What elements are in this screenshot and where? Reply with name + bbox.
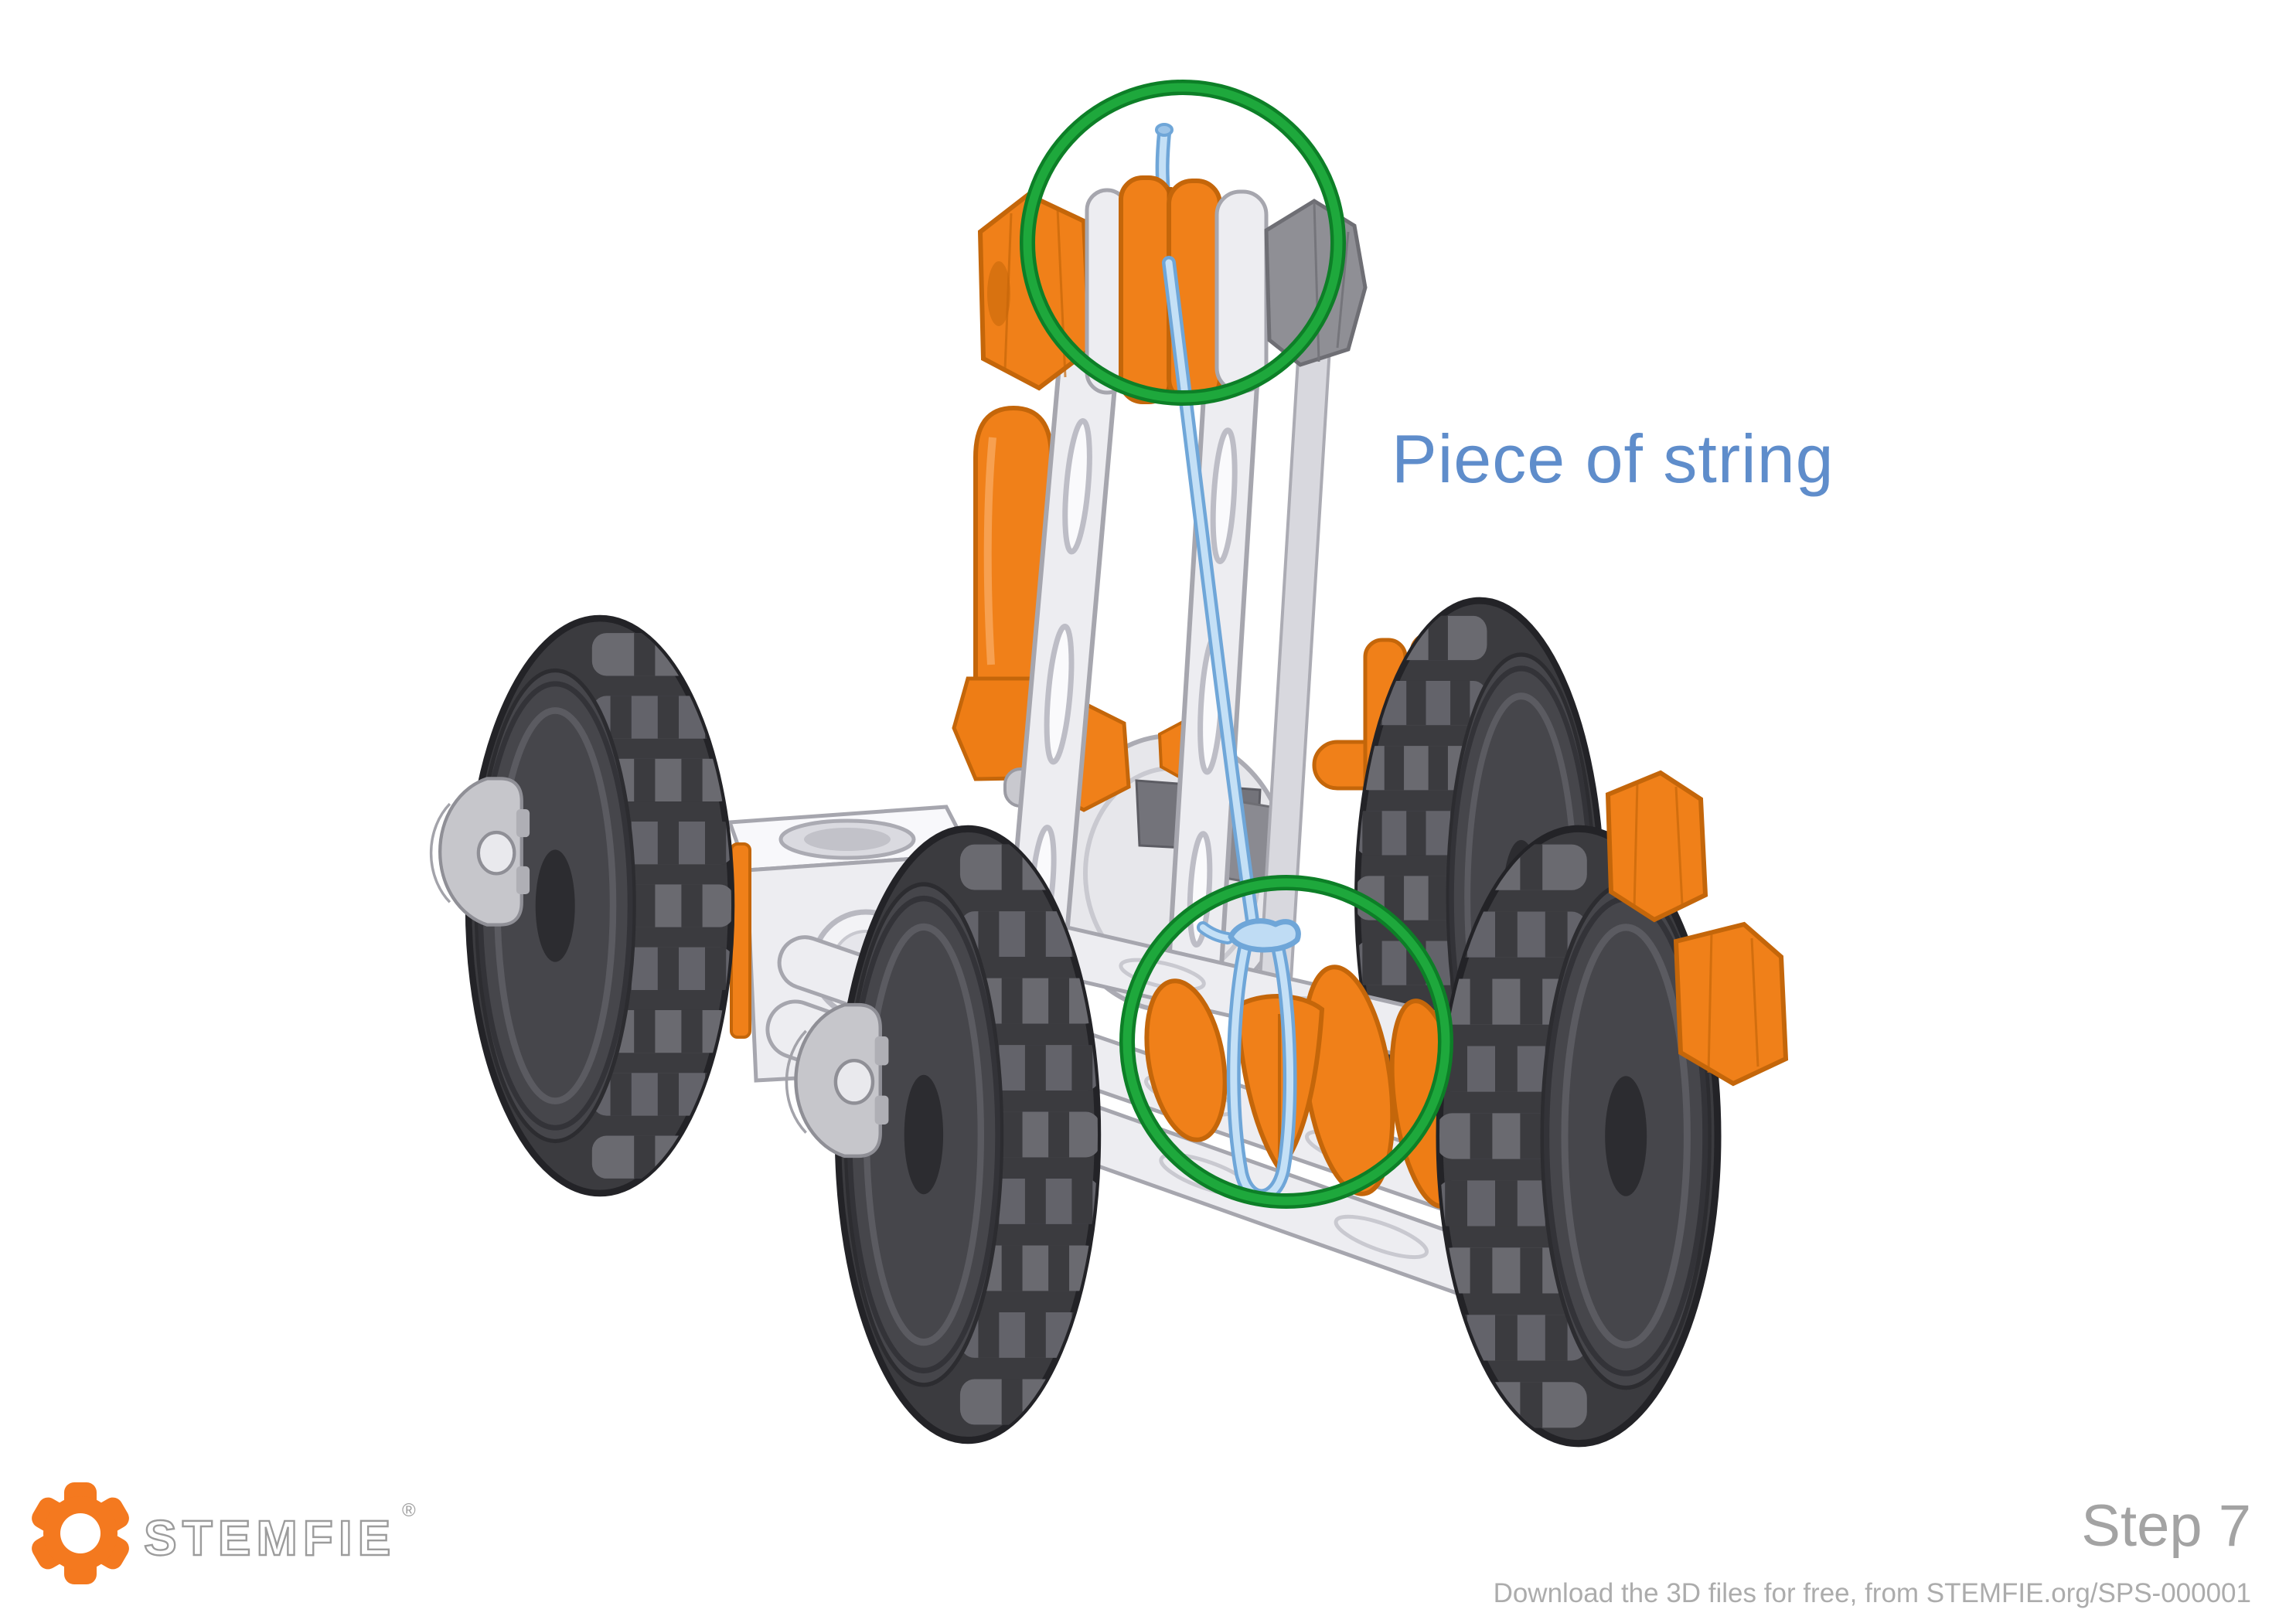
front-right-wheel	[1436, 829, 1718, 1444]
registered-mark: ®	[402, 1500, 416, 1521]
highlight-circle-top-inner	[1023, 83, 1343, 403]
string-knot	[1228, 918, 1301, 953]
rear-left-axle-key	[431, 778, 530, 924]
stemfie-gear-icon	[32, 1482, 129, 1584]
stemfie-wordmark: STEMFIE	[144, 1510, 396, 1566]
footer: STEMFIE ® Step 7 Download the 3D files f…	[32, 1482, 2251, 1608]
pulley-disc-left	[1119, 175, 1173, 404]
step-label: Step 7	[2081, 1493, 2251, 1559]
stemfie-logo: STEMFIE ®	[32, 1482, 416, 1584]
rover-model	[431, 80, 1789, 1444]
download-note: Download the 3D files for free, from STE…	[1494, 1578, 2251, 1608]
right-axle-nuts	[1605, 770, 1789, 1087]
highlight-circle-bottom-inner	[1122, 878, 1450, 1206]
cube-left-orange-trim	[730, 842, 751, 1039]
piece-of-string-label: Piece of string	[1392, 420, 1834, 497]
